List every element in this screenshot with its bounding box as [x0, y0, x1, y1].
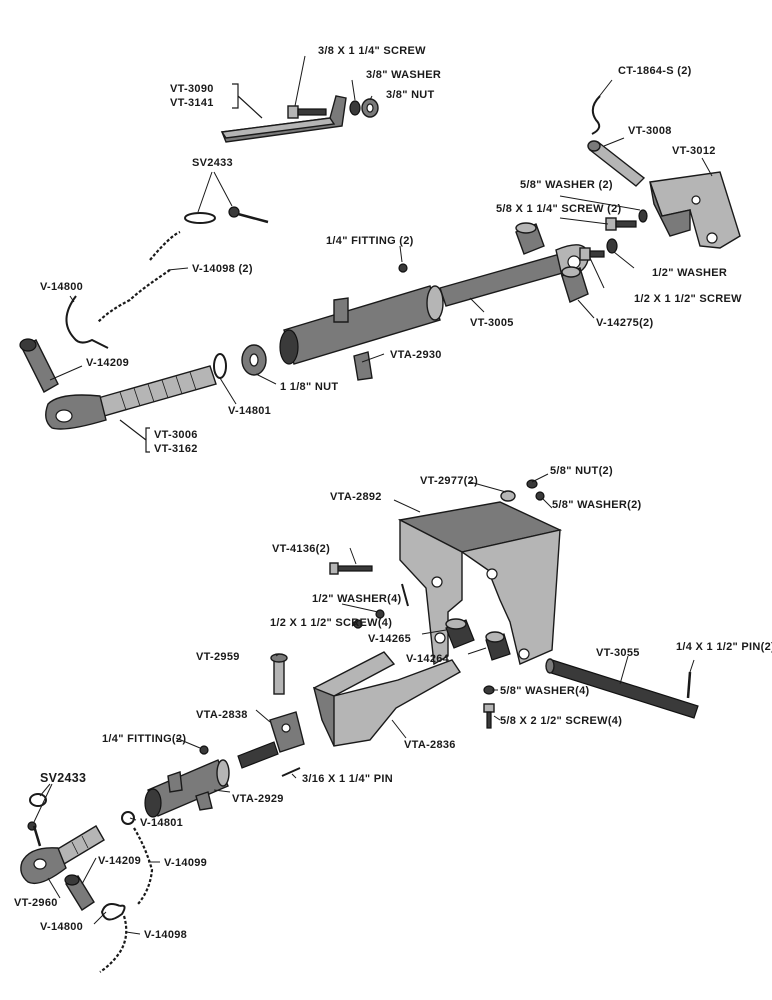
nut-1-1-8	[241, 344, 267, 376]
label-v14801-top: V-14801	[228, 405, 271, 417]
label-pin-3-16: 3/16 X 1 1/4" PIN	[302, 773, 393, 785]
label-vt3162: VT-3162	[154, 443, 198, 455]
pin-vt3055	[545, 658, 699, 719]
pin-vt3008	[587, 140, 646, 187]
screw-3-8	[287, 105, 327, 119]
label-washer-5-8-2b: 5/8" WASHER(2)	[552, 499, 642, 511]
clevis-vta2838	[237, 711, 305, 769]
label-washer-half-4: 1/2" WASHER(4)	[312, 593, 402, 605]
chain-v14098-bottom	[99, 915, 128, 973]
washer-5-8	[638, 209, 648, 223]
label-washer-half: 1/2" WASHER	[652, 267, 727, 279]
label-sv2433-bottom: SV2433	[40, 771, 86, 785]
chain-v14098-top	[97, 230, 181, 323]
washer-half	[606, 238, 618, 254]
part-labels: 3/8 X 1 1/4" SCREW 3/8" WASHER 3/8" NUT …	[14, 45, 772, 941]
label-washer-3-8: 3/8" WASHER	[366, 69, 441, 81]
label-screw-5-8-4: 5/8 X 2 1/2" SCREW(4)	[500, 715, 622, 727]
label-v14800-bottom: V-14800	[40, 921, 83, 933]
label-v14098-bottom: V-14098	[144, 929, 187, 941]
tube-vta2929	[144, 759, 230, 818]
pin-sv2433-top	[228, 206, 269, 224]
label-nut-1-1-8: 1 1/8" NUT	[280, 381, 338, 393]
label-washer-5-8-4: 5/8" WASHER(4)	[500, 685, 590, 697]
label-v14265: V-14265	[368, 633, 411, 645]
bushing-v14264	[485, 631, 511, 661]
spacer-v14275-upper	[515, 222, 545, 255]
label-v14264: V-14264	[406, 653, 450, 665]
hook-v14800-bottom	[100, 903, 126, 921]
clevis-bracket-vt3012	[649, 171, 741, 249]
tube-vta2930	[279, 285, 444, 381]
ring-sv2433-top	[184, 212, 216, 224]
snap-ring-v14801-bottom	[121, 811, 135, 825]
label-vt3005: VT-3005	[470, 317, 514, 329]
label-v14275: V-14275(2)	[596, 317, 653, 329]
spacer-v14275	[561, 266, 589, 303]
fitting-bottom	[199, 745, 209, 755]
label-vt2977: VT-2977(2)	[420, 475, 478, 487]
yoke-vta2836	[312, 651, 462, 747]
washer-3-8	[349, 100, 361, 116]
pin-sv2433-bottom	[27, 821, 42, 847]
chain-v14099	[133, 827, 154, 905]
label-screw-5-8-2: 5/8 X 1 1/4" SCREW (2)	[496, 203, 622, 215]
bracket-bar-vt3090	[220, 95, 347, 143]
label-screw-half-4: 1/2 X 1 1/2" SCREW(4)	[270, 617, 392, 629]
label-v14098-top: V-14098 (2)	[192, 263, 253, 275]
fitting-top	[398, 263, 408, 273]
label-v14099: V-14099	[164, 857, 207, 869]
label-vt3141: VT-3141	[170, 97, 214, 109]
screw-5-8	[605, 217, 637, 231]
bracket-vta2892	[397, 501, 563, 666]
label-screw-3-8: 3/8 X 1 1/4" SCREW	[318, 45, 426, 57]
rod-vt3006	[45, 365, 217, 430]
leader-lines	[33, 55, 713, 935]
pin-v14209-bottom	[64, 874, 95, 911]
label-vt3090: VT-3090	[170, 83, 214, 95]
label-vt2959: VT-2959	[196, 651, 240, 663]
hook-v14800-top	[65, 295, 109, 349]
label-vta2929: VTA-2929	[232, 793, 284, 805]
label-vta2930: VTA-2930	[390, 349, 442, 361]
screw-half	[579, 247, 605, 261]
bushing-v14265	[445, 618, 475, 649]
label-nut-3-8: 3/8" NUT	[386, 89, 435, 101]
label-fitting-top: 1/4" FITTING (2)	[326, 235, 414, 247]
label-vt4136: VT-4136(2)	[272, 543, 330, 555]
rod-vt2960	[20, 825, 105, 885]
ring-sv2433-bottom	[29, 793, 47, 807]
label-pin-quarter: 1/4 X 1 1/2" PIN(2)	[676, 641, 772, 653]
label-vta2838: VTA-2838	[196, 709, 248, 721]
label-vt3008: VT-3008	[628, 125, 672, 137]
label-vta2892: VTA-2892	[330, 491, 382, 503]
label-sv2433-top: SV2433	[192, 157, 233, 169]
pin-quarter	[686, 671, 692, 699]
label-v14209-bottom: V-14209	[98, 855, 141, 867]
screw-half-4	[353, 619, 363, 629]
label-fitting-bottom: 1/4" FITTING(2)	[102, 733, 186, 745]
label-vt3055: VT-3055	[596, 647, 640, 659]
label-vta2836: VTA-2836	[404, 739, 456, 751]
label-nut-5-8-2: 5/8" NUT(2)	[550, 465, 613, 477]
label-v14801-bottom: V-14801	[140, 817, 183, 829]
pin-vt2959	[270, 653, 288, 695]
label-v14800-top: V-14800	[40, 281, 83, 293]
label-screw-half: 1/2 X 1 1/2" SCREW	[634, 293, 742, 305]
label-washer-5-8-2: 5/8" WASHER (2)	[520, 179, 613, 191]
label-ct1864: CT-1864-S (2)	[618, 65, 692, 77]
bolt-vt4136	[329, 562, 373, 575]
label-v14209-top: V-14209	[86, 357, 129, 369]
pin-v14209-top	[19, 338, 59, 393]
label-vt3006: VT-3006	[154, 429, 198, 441]
label-vt3012: VT-3012	[672, 145, 716, 157]
snap-ring-v14801-top	[213, 353, 227, 379]
label-vt2960: VT-2960	[14, 897, 58, 909]
cotter-pin-small	[401, 583, 409, 607]
cotter-pin-ct1864	[591, 95, 601, 135]
spacer-vt2977	[500, 479, 545, 502]
pin-3-16	[281, 767, 301, 777]
screw-5-8-4	[483, 703, 495, 729]
